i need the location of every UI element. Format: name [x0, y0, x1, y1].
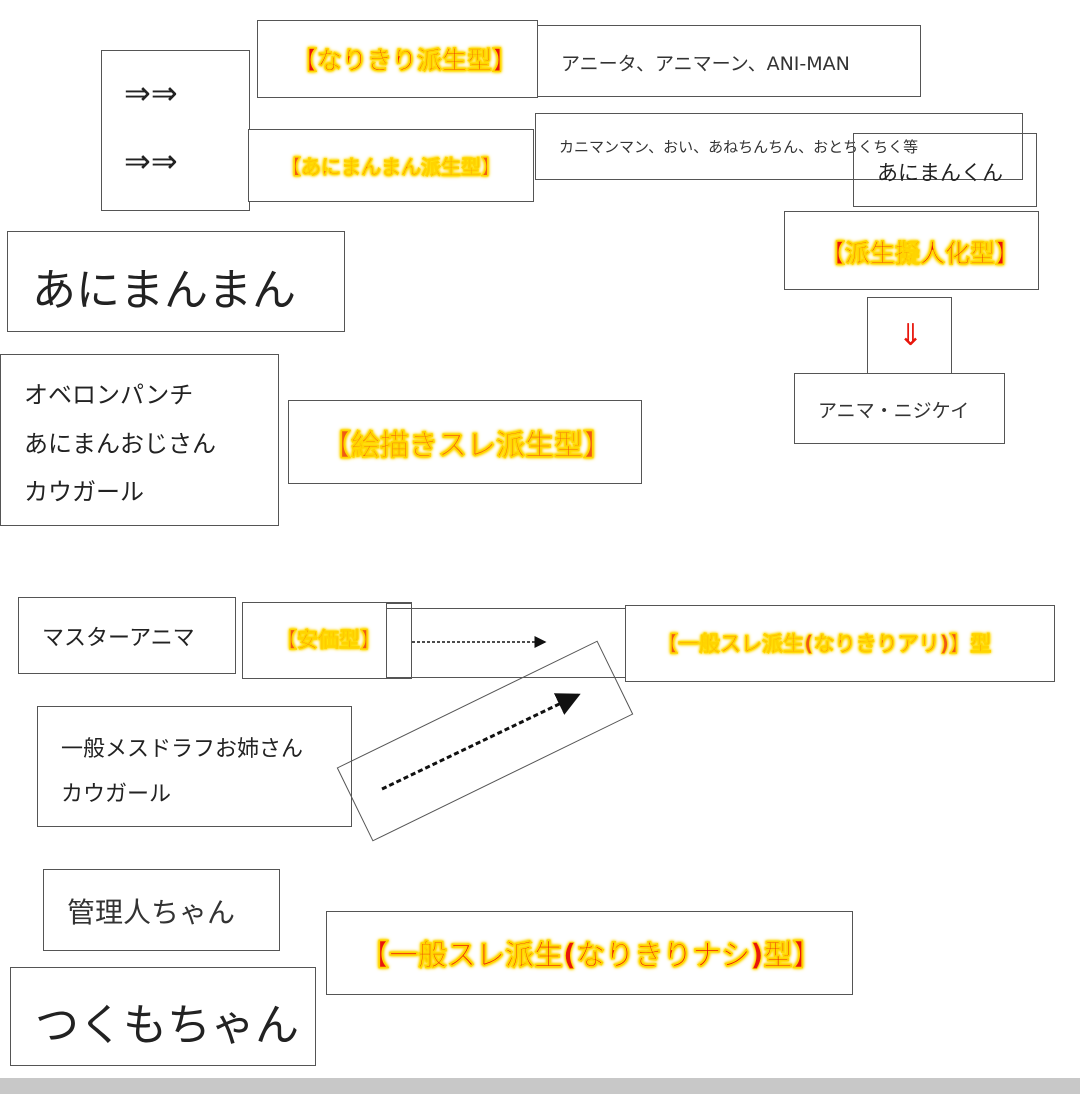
- double-right-arrow-1: ⇒⇒: [124, 74, 178, 112]
- drawing-chars-box: [0, 354, 279, 526]
- drawing-thread-label: 【絵描きスレ派生型】: [322, 428, 613, 463]
- arrow-box: [101, 50, 250, 211]
- general-char-1: 一般メスドラフお姉さん: [61, 737, 304, 762]
- animanman-derived-label-box: [248, 129, 534, 202]
- general-chars-box: [37, 706, 352, 827]
- narikiri-list: アニータ、アニマーン、ANI-MAN: [561, 53, 850, 75]
- double-right-arrow-2: ⇒⇒: [124, 142, 178, 180]
- diagonal-dashed-arrow: [381, 693, 581, 791]
- drawing-thread-label-box: [288, 400, 642, 484]
- tsukumo-box: [10, 967, 316, 1066]
- personification-label: 【派生擬人化型】: [820, 239, 1021, 269]
- personification-label-box: [784, 211, 1039, 290]
- animan-kun: あにまんくん: [877, 161, 1003, 185]
- animan-kun-box: [853, 133, 1037, 207]
- footer-bar: [0, 1078, 1080, 1094]
- derived-list: カニマンマン、おい、あねちんちん、おとちくちく等: [559, 138, 919, 156]
- animanman: あにまんまん: [32, 265, 296, 316]
- general-with-label: 【一般スレ派生(なりきりアリ)】型: [657, 632, 992, 657]
- animanman-derived-label: 【あにまんまん派生型】: [281, 155, 502, 180]
- narikiri-label: 【なりきり派生型】: [292, 46, 518, 76]
- anima-nijikei: アニマ・ニジケイ: [818, 400, 970, 422]
- drawing-char-1: オベロンパンチ: [24, 381, 194, 409]
- cheap-label-box: [242, 602, 412, 679]
- drawing-char-3: カウガール: [24, 478, 144, 506]
- general-without-label: 【一般スレ派生(なりきりナシ)型】: [360, 938, 822, 973]
- cheap-label: 【安価型】: [276, 628, 382, 653]
- master-anima: マスターアニマ: [42, 626, 195, 651]
- double-down-arrow: ⇓: [898, 318, 924, 353]
- general-char-2: カウガール: [61, 782, 172, 807]
- tsukumo: つくもちゃん: [35, 1000, 299, 1051]
- anima-nijikei-box: [794, 373, 1005, 444]
- connector-box-left-frame: [386, 603, 412, 679]
- kanrinin: 管理人ちゃん: [67, 896, 236, 929]
- kanrinin-box: [43, 869, 280, 951]
- master-anima-box: [18, 597, 236, 674]
- general-with-label-box: [625, 605, 1055, 682]
- down-arrow-box: [867, 297, 952, 377]
- drawing-char-2: あにまんおじさん: [24, 430, 216, 458]
- narikiri-list-box: [537, 25, 921, 97]
- derived-list-box: [535, 113, 1023, 180]
- general-without-label-box: [326, 911, 853, 995]
- animanman-box: [7, 231, 345, 332]
